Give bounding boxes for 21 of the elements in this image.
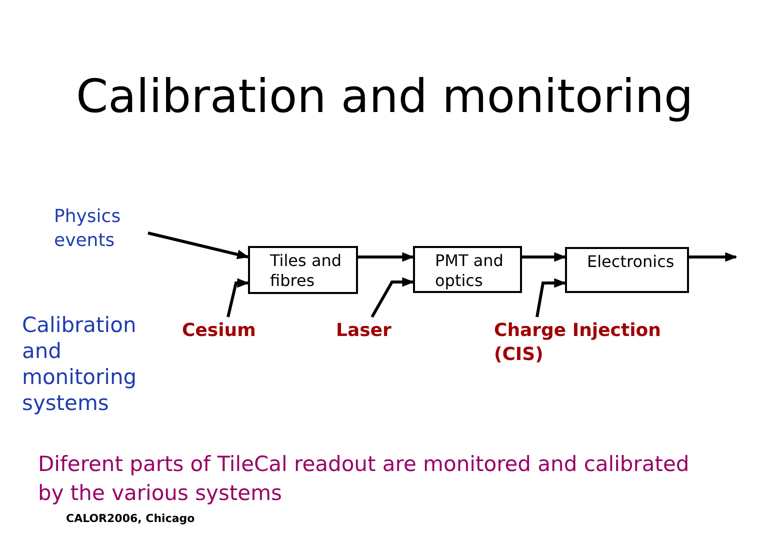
arrow	[536, 278, 566, 318]
title: Calibration and monitoring	[76, 68, 694, 124]
box-label: PMT and optics	[435, 251, 504, 291]
arrow	[358, 252, 414, 262]
summary-note: Diferent parts of TileCal readout are monitored and calibrated by the various systems	[38, 451, 690, 507]
process-box	[248, 246, 358, 294]
calibration-system-label: Charge Injection (CIS)	[494, 319, 684, 367]
input-label: Physics events	[54, 205, 144, 253]
calibration-system-label: Laser	[336, 319, 416, 343]
arrow	[689, 252, 738, 262]
footer-text: CALOR2006, Chicago	[66, 512, 196, 525]
side-label: Calibration and monitoring systems	[22, 312, 138, 416]
arrow	[148, 232, 250, 260]
arrow	[226, 278, 250, 318]
process-box	[565, 247, 689, 293]
box-label: Electronics	[587, 252, 676, 272]
box-label: Tiles and fibres	[270, 251, 343, 291]
arrow	[522, 252, 566, 262]
calibration-system-label: Cesium	[182, 319, 282, 343]
arrow	[370, 277, 414, 318]
process-box	[413, 246, 522, 293]
